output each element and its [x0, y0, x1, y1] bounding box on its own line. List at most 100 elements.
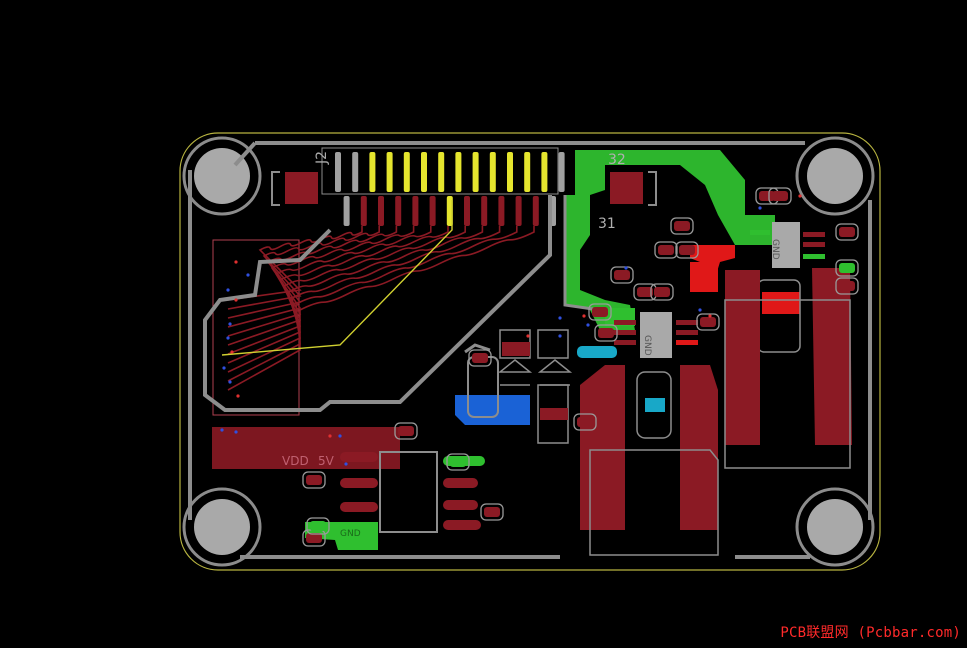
connector-pin-lower — [532, 196, 539, 226]
regulator-pad-a — [340, 452, 378, 462]
diode-d2 — [537, 329, 573, 386]
inductor-pour-far-right — [812, 268, 852, 445]
yellow-signal-trace — [221, 200, 453, 356]
blue-copper-pour — [455, 395, 530, 425]
via — [798, 194, 802, 198]
pin-31-label: 31 — [598, 216, 616, 232]
via — [236, 394, 240, 398]
ic-u1: GND — [614, 312, 698, 358]
inductor-pour-far-left — [725, 270, 760, 445]
serpentine-trace — [227, 226, 535, 391]
via — [698, 308, 702, 312]
smd-component — [696, 313, 720, 331]
vias — [220, 194, 802, 466]
via — [234, 260, 238, 264]
smd-component — [835, 223, 859, 241]
via — [226, 336, 230, 340]
connector-pin-upper — [352, 152, 359, 192]
via — [228, 322, 232, 326]
red-pad-upper — [690, 262, 718, 292]
smd-component — [394, 422, 418, 440]
connector-j2-label: J2 — [314, 151, 330, 165]
via — [220, 428, 224, 432]
smd-component — [480, 503, 504, 521]
smd-component — [306, 517, 330, 535]
serpentine-trace — [227, 226, 518, 382]
serpentine-trace — [227, 226, 363, 301]
connector-j2-body — [321, 147, 559, 195]
board-outline — [179, 132, 881, 571]
serpentine-traces — [227, 226, 535, 391]
regulator-pad-c — [340, 502, 378, 512]
via — [246, 273, 250, 277]
mounting-hole-top-right — [795, 136, 875, 216]
connector-pin-lower — [481, 196, 488, 226]
serpentine-trace — [227, 226, 380, 310]
via — [624, 266, 628, 270]
regulator-pad-e — [443, 500, 478, 510]
regulator-pad-f — [443, 520, 481, 530]
ic-u2-gnd-label: GND — [770, 239, 780, 260]
smd-component — [675, 241, 699, 259]
via — [234, 298, 238, 302]
cyan-pad — [577, 346, 617, 358]
connector-pin-upper — [369, 152, 376, 192]
smd-component — [302, 471, 326, 489]
inductor-pour-right — [680, 365, 718, 530]
via — [228, 380, 232, 384]
smd-component — [588, 303, 612, 321]
via — [526, 334, 530, 338]
connector-pin-upper — [421, 152, 427, 192]
ic-u1-gnd-label: GND — [642, 335, 652, 356]
via — [708, 314, 712, 318]
connector-pad-left — [285, 172, 318, 204]
diode-d1 — [497, 329, 533, 386]
connector-pad-right — [610, 172, 643, 204]
smd-component — [446, 453, 470, 471]
smd-component — [633, 283, 657, 301]
grey-trace-left — [203, 141, 552, 412]
mounting-hole-bottom-left — [182, 487, 262, 567]
regulator-outline — [379, 451, 438, 533]
via — [558, 334, 562, 338]
connector-pin-upper — [541, 152, 548, 192]
via — [582, 314, 586, 318]
five-v-label: 5V — [318, 454, 335, 468]
resistor-r-mid-pad — [540, 408, 568, 420]
connector-pin-lower — [343, 196, 350, 226]
grey-trace-mid — [464, 195, 601, 354]
connector-pin-lower — [395, 196, 402, 226]
serpentine-trace — [227, 226, 501, 373]
via — [344, 462, 348, 466]
via — [328, 434, 332, 438]
smd-component — [654, 241, 678, 259]
smd-component — [650, 283, 674, 301]
serpentine-trace — [227, 226, 449, 346]
smd-component — [835, 259, 859, 277]
connector-pin-upper — [438, 152, 445, 192]
via — [234, 430, 238, 434]
regulator-pad-d — [443, 478, 478, 488]
via — [230, 350, 234, 354]
via — [758, 206, 762, 210]
connector-pin-lower — [429, 196, 436, 226]
connector-pin-lower — [464, 196, 470, 226]
connector-pin-lower — [412, 196, 419, 226]
ic-u2: GND — [750, 222, 825, 268]
via — [222, 366, 226, 370]
smd-component — [610, 266, 634, 284]
serpentine-trace — [227, 226, 484, 364]
inductor-outline-bottom — [589, 449, 719, 556]
via — [558, 316, 562, 320]
connector-j2-pins — [335, 152, 565, 226]
watermark: PCB联盟网 (Pcbbar.com) — [780, 625, 961, 641]
serpentine-trace — [227, 226, 415, 328]
inductor-pour-left — [580, 365, 625, 530]
connector-pin-upper — [472, 152, 479, 192]
red-pad-right — [762, 292, 800, 314]
connector-pin-lower — [360, 196, 367, 226]
smd-component — [670, 217, 694, 235]
connector-pin-upper — [558, 152, 565, 192]
capacitor-outline-right — [757, 279, 801, 353]
